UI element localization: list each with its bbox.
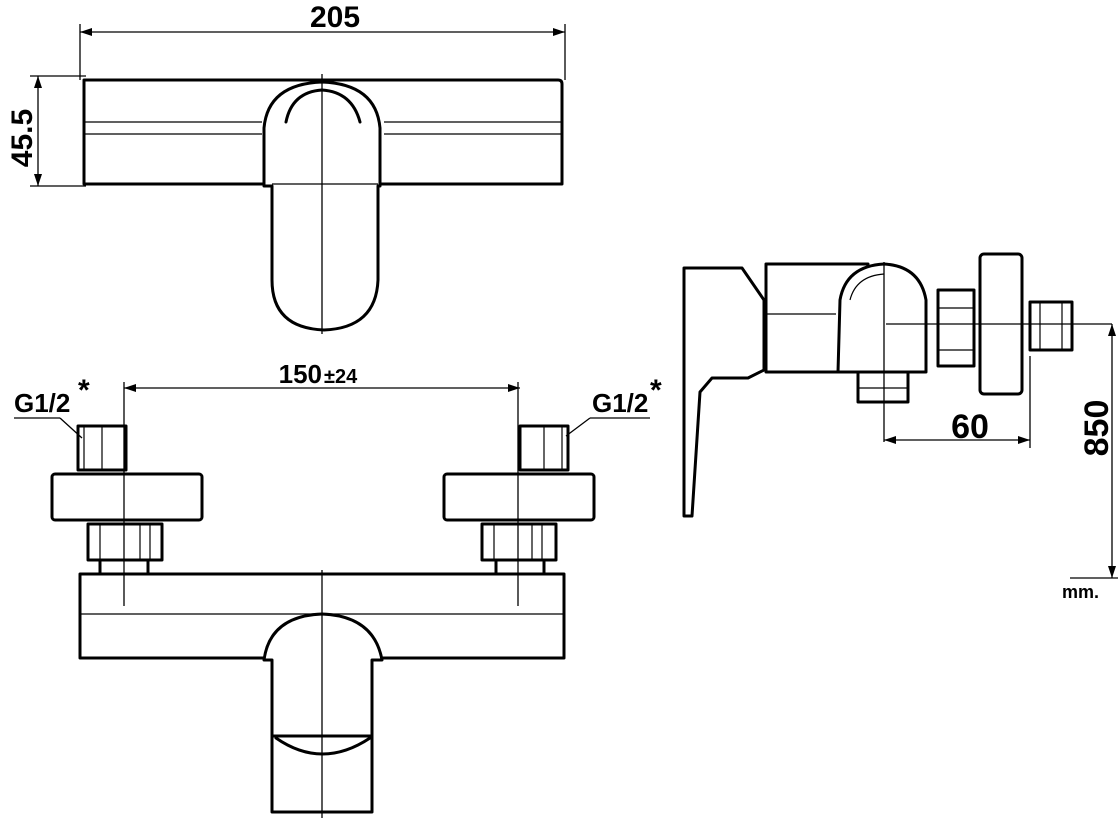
dimension-mount-height: 850: [1070, 324, 1118, 579]
dimension-width-label: 205: [310, 1, 360, 34]
dimension-width: 205: [79, 1, 566, 80]
thread-label-left-text: G1/2: [14, 388, 70, 418]
dimension-height-label: 45.5: [6, 109, 39, 167]
dimension-height: 45.5: [6, 75, 86, 187]
dimension-inlet-spacing-label: 150: [279, 359, 322, 389]
svg-text:150: 150: [279, 359, 322, 389]
side-view: 60 850 mm.: [682, 252, 1118, 602]
dimension-projection: 60: [884, 356, 1031, 448]
thread-label-right: G1/2 *: [565, 374, 662, 437]
unit-label: mm.: [1062, 582, 1099, 602]
asterisk-right: *: [650, 374, 662, 407]
dimension-projection-label: 60: [951, 408, 989, 446]
asterisk-left: *: [78, 374, 90, 407]
top-view: 205 45.5: [6, 1, 566, 334]
dimension-inlet-spacing: 150 ±24: [124, 359, 520, 392]
dimension-mount-height-label: 850: [1078, 400, 1116, 457]
thread-label-right-text: G1/2: [592, 388, 648, 418]
front-view: 150 ±24 G1/2 * G1/2 *: [14, 359, 662, 818]
dimension-inlet-tolerance: ±24: [324, 366, 358, 388]
thread-label-left: G1/2 *: [14, 374, 90, 439]
